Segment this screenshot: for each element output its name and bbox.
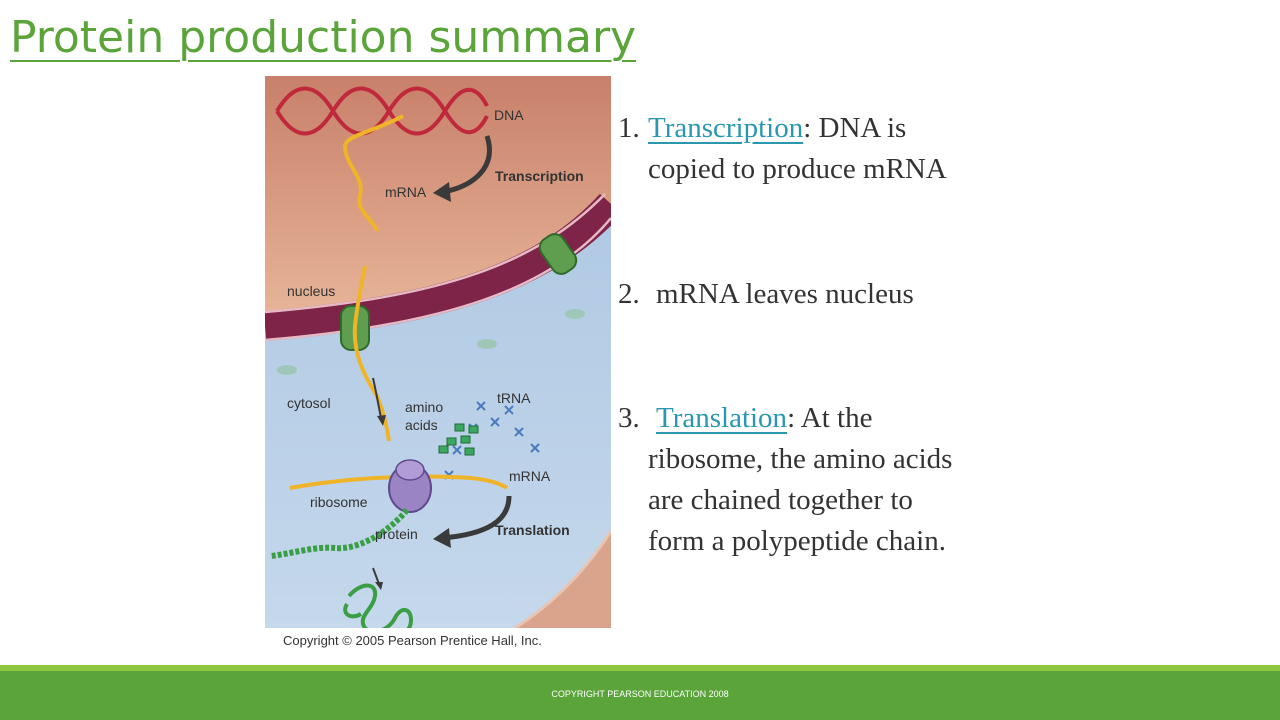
mrna-movement-arrow (372, 377, 382, 419)
mrna-movement-arrowhead (377, 415, 386, 426)
amino-acid-molecules (438, 423, 479, 456)
step-2-text: mRNA leaves nucleus (656, 278, 914, 310)
step-1-text: Transcription: DNA is (648, 108, 1258, 149)
step-1-keyword-link[interactable]: Transcription (648, 112, 804, 144)
footer-accent-line (0, 665, 1280, 671)
dna-strand (275, 86, 489, 136)
cell-membrane-edge (514, 530, 611, 630)
copyright-strip (265, 628, 611, 652)
cell-membrane (515, 531, 611, 628)
label-cytosol: cytosol (287, 395, 331, 411)
label-amino: amino (405, 399, 443, 415)
transcription-arrowhead (433, 182, 451, 202)
step-3-number: 3. (618, 402, 640, 434)
step-3-keyword-link[interactable]: Translation (656, 402, 788, 434)
nuclear-envelope-inner-line (265, 193, 606, 314)
footer-copyright: COPYRIGHT PEARSON EDUCATION 2008 (551, 689, 729, 699)
nuclear-envelope-outer-line (265, 217, 611, 342)
step-3-text: Translation: At the (656, 398, 1258, 439)
step-1-continuation: copied to produce mRNA (648, 153, 947, 185)
nuclear-pore-right (538, 233, 578, 275)
slide-title: Protein production summary (10, 12, 637, 63)
step-3: 3. Translation: At the ribosome, the ami… (618, 398, 1258, 562)
label-mrna-top: mRNA (385, 184, 427, 200)
protein-synthesis-figure: DNA Transcription mRNA nucleus cytosol a… (265, 76, 611, 652)
folding-arrow (372, 567, 380, 585)
translation-arrowhead (433, 528, 451, 548)
nuclear-envelope (265, 193, 611, 341)
protein-synthesis-illustration: DNA Transcription mRNA nucleus cytosol a… (265, 76, 611, 652)
ribosome-shape-top (395, 459, 425, 481)
label-ribosome: ribosome (310, 494, 368, 510)
label-translation: Translation (495, 522, 570, 538)
transcription-arrow (442, 135, 492, 195)
translation-arrow (442, 495, 512, 541)
protein-chain (270, 508, 410, 559)
label-trna: tRNA (497, 390, 531, 406)
label-mrna-bottom: mRNA (509, 468, 551, 484)
mrna-on-ribosome (289, 474, 509, 490)
step-2-number: 2. (618, 278, 640, 310)
envelope-bump (565, 309, 585, 319)
footer-bar: COPYRIGHT PEARSON EDUCATION 2008 (0, 671, 1280, 720)
figure-copyright: Copyright © 2005 Pearson Prentice Hall, … (283, 633, 542, 648)
step-3-rest: : At the (787, 402, 873, 434)
label-protein: protein (375, 526, 418, 542)
mrna-strand (342, 114, 404, 232)
label-dna: DNA (494, 107, 524, 123)
step-1-number: 1. (618, 112, 640, 144)
folding-arrowhead (375, 582, 383, 590)
step-3-line-3: form a polypeptide chain. (648, 525, 946, 557)
step-2: 2. mRNA leaves nucleus (618, 274, 1258, 315)
step-1-rest: : DNA is (803, 112, 907, 144)
label-transcription: Transcription (495, 168, 584, 184)
label-nucleus: nucleus (287, 283, 335, 299)
step-1: 1. Transcription: DNA is copied to produ… (618, 108, 1258, 190)
step-3-line-1: ribosome, the amino acids (648, 443, 953, 475)
step-3-line-2: are chained together to (648, 484, 913, 516)
envelope-bump (277, 365, 297, 375)
label-acids: acids (405, 417, 438, 433)
envelope-bump (477, 339, 497, 349)
